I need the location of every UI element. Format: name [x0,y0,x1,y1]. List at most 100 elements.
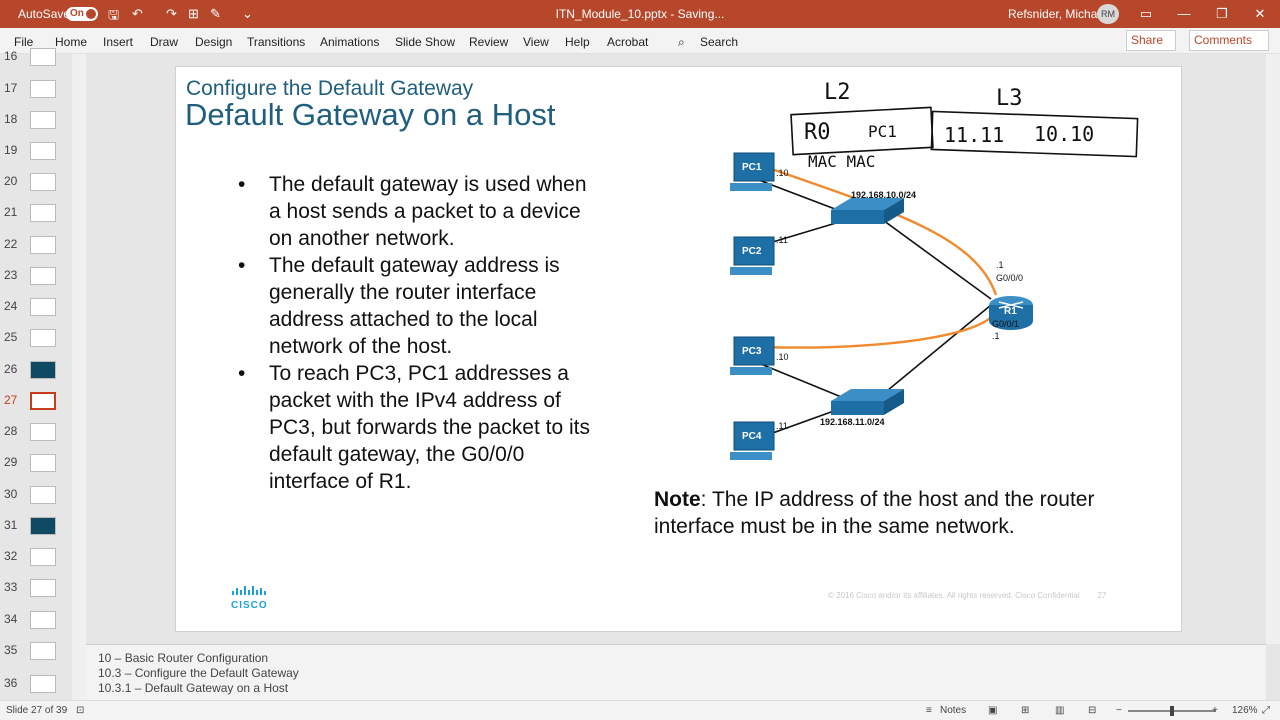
notes-line: 10.3.1 – Default Gateway on a Host [98,681,289,695]
thumbnail-23[interactable]: 23 [0,267,72,289]
minimize-icon[interactable]: — [1177,6,1191,21]
slide-sorter-icon[interactable]: ⊞ [1021,705,1030,716]
pc4-label: PC4 [742,431,762,442]
tab-animations[interactable]: Animations [320,35,380,49]
thumbnail-34[interactable]: 34 [0,611,72,633]
slide-title[interactable]: Default Gateway on a Host [185,97,556,132]
thumbnail-20[interactable]: 20 [0,173,72,195]
note-text[interactable]: Note: The IP address of the host and the… [654,486,1124,540]
thumbnail-16[interactable]: 16 [0,48,72,70]
tab-insert[interactable]: Insert [103,35,134,49]
cisco-bars-icon [232,586,266,595]
pc4-icon [730,421,775,460]
thumbnail-31[interactable]: 31 [0,517,72,539]
customize-icon[interactable]: ⌄ [242,6,253,21]
thumbnail-36[interactable]: 36 [0,675,72,697]
tab-review[interactable]: Review [469,35,509,49]
tab-transitions[interactable]: Transitions [247,35,306,49]
user-name[interactable]: Refsnider, Michael [1008,7,1107,21]
r1-g000: G0/0/0 [996,273,1023,283]
switch-1-icon [831,198,904,224]
notes-line: 10 – Basic Router Configuration [98,651,269,665]
slide-canvas[interactable]: Configure the Default Gateway Default Ga… [175,66,1182,632]
bullet-list[interactable]: The default gateway is used when a host … [238,171,598,495]
thumbnail-25[interactable]: 25 [0,329,72,351]
notes-line: 10.3 – Configure the Default Gateway [98,666,299,680]
fit-slide-icon[interactable]: ⤢ [1262,705,1270,716]
slideshow-icon[interactable]: ⊟ [1088,705,1097,716]
pc4-ip: .11 [776,421,788,431]
ink-annotations [790,106,1139,158]
restore-icon[interactable]: ❐ [1216,6,1228,21]
avatar[interactable]: RM [1097,4,1119,24]
thumbnail-21[interactable]: 21 [0,204,72,226]
r1-g001: G0/0/1 [992,319,1019,329]
zoom-out-icon[interactable]: − [1116,705,1122,716]
tab-home[interactable]: Home [55,35,88,49]
comments-button[interactable]: Comments [1189,30,1269,51]
ink-pc1: PC1 [868,122,897,141]
ink-l3: L3 [996,86,1023,111]
tab-draw[interactable]: Draw [150,35,179,49]
slide-counter: Slide 27 of 39 [6,705,68,716]
thumbnail-26[interactable]: 26 [0,361,72,383]
net2-label: 192.168.11.0/24 [820,417,885,427]
cisco-logo: CISCO [231,585,269,611]
thumbnail-18[interactable]: 18 [0,111,72,133]
zoom-in-icon[interactable]: + [1212,705,1218,716]
zoom-slider-thumb[interactable] [1170,706,1174,716]
copyright-footer: © 2016 Cisco and/or its affiliates. All … [828,591,1107,600]
redo-icon[interactable]: ↷ [166,6,177,21]
tab-help[interactable]: Help [565,35,590,49]
autosave-toggle[interactable]: On [66,7,98,21]
thumbnail-33[interactable]: 33 [0,579,72,601]
ink-ip1: 11.11 [944,123,1004,147]
search-box[interactable]: Search [700,35,739,49]
title-bar: AutoSave On 🖫 ↶ ↷ ⊞ ✎ ⌄ ITN_Module_10.pp… [0,0,1280,28]
net1-label: 192.168.10.0/24 [851,190,916,200]
thumbnail-24[interactable]: 24 [0,298,72,320]
thumbnail-29[interactable]: 29 [0,454,72,476]
tab-acrobat[interactable]: Acrobat [607,35,649,49]
tab-view[interactable]: View [523,35,549,49]
notes-toggle[interactable]: Notes [940,705,967,716]
router-label: R1 [1004,306,1017,317]
pc1-label: PC1 [742,162,762,173]
tab-file[interactable]: File [14,35,34,49]
ink-l2: L2 [824,80,851,105]
reading-view-icon[interactable]: ▥ [1055,705,1065,716]
notes-icon[interactable]: ≡ [926,705,932,716]
zoom-level[interactable]: 126% [1232,705,1258,716]
slide-scrollbar[interactable] [1266,54,1280,644]
tab-design[interactable]: Design [195,35,233,49]
search-icon[interactable]: ⌕ [678,35,685,49]
r1-ip-top: .1 [996,260,1004,270]
note-body: : The IP address of the host and the rou… [654,488,1095,538]
close-icon[interactable]: ✕ [1254,6,1266,21]
accessibility-icon[interactable]: ⊡ [76,705,85,716]
save-icon[interactable]: 🖫 [108,7,120,22]
bullet-item: The default gateway is used when a host … [238,171,598,252]
thumbnail-scrollbar[interactable] [72,54,86,700]
share-button[interactable]: Share [1126,30,1176,51]
slide-subtitle[interactable]: Configure the Default Gateway [186,77,474,100]
present-icon[interactable]: ⊞ [188,6,199,21]
undo-icon[interactable]: ↶ [132,6,143,21]
thumbnail-28[interactable]: 28 [0,423,72,445]
ribbon-display-icon[interactable]: ▭ [1139,6,1153,21]
thumbnail-27[interactable]: 27 [0,392,72,414]
pen-icon[interactable]: ✎ [210,6,221,21]
notes-pane[interactable]: 10 – Basic Router Configuration 10.3 – C… [86,644,1266,700]
thumbnail-22[interactable]: 22 [0,236,72,258]
normal-view-icon[interactable]: ▣ [988,705,998,716]
tab-slide-show[interactable]: Slide Show [395,35,456,49]
thumbnail-32[interactable]: 32 [0,548,72,570]
thumbnail-30[interactable]: 30 [0,486,72,508]
thumbnail-17[interactable]: 17 [0,80,72,102]
status-bar: Slide 27 of 39 ⊡ ≡ Notes ▣ ⊞ ▥ ⊟ − + 126… [0,700,1280,720]
thumbnail-19[interactable]: 19 [0,142,72,164]
thumbnail-35[interactable]: 35 [0,642,72,664]
ink-r0: R0 [804,120,831,145]
share-label: Share [1131,33,1164,47]
ink-ip2: 10.10 [1034,122,1094,146]
